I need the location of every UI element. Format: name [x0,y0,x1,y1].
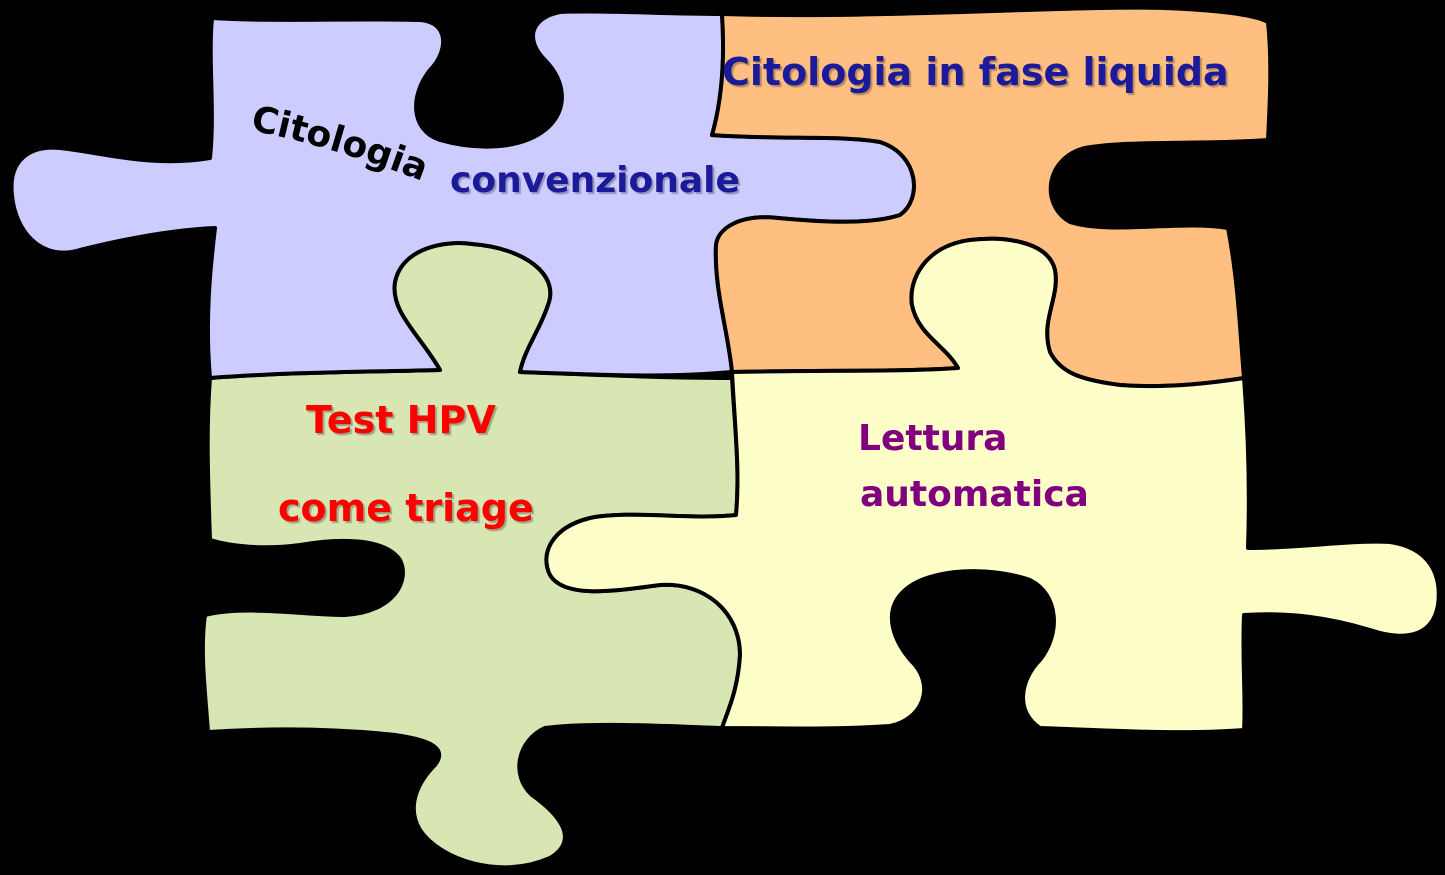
label-test-hpv: Test HPV [306,398,496,442]
label-lettura: Lettura [858,418,1007,459]
label-automatica: automatica [860,474,1089,515]
label-conventional: convenzionale [450,160,740,201]
label-liquid-cytology: Citologia in fase liquida [722,50,1229,94]
label-come-triage: come triage [278,486,534,530]
